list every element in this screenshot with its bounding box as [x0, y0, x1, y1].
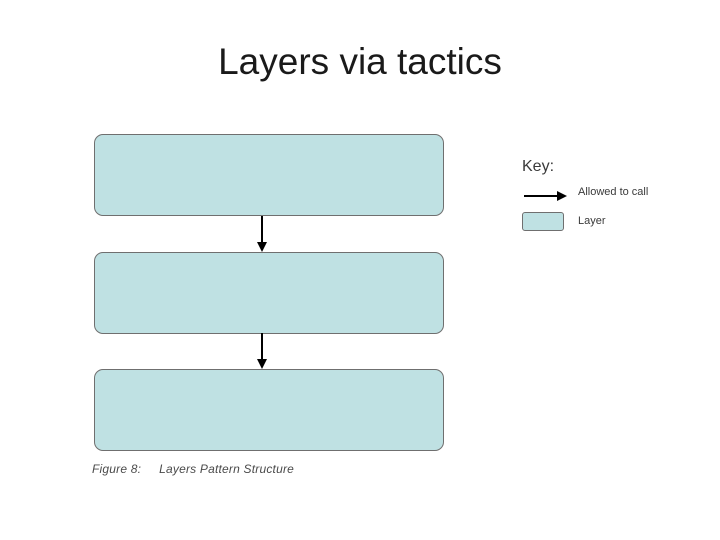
- figure-caption-text: Layers Pattern Structure: [159, 462, 295, 476]
- layer-swatch-icon: [522, 212, 564, 231]
- arrow-head: [257, 242, 267, 252]
- page-title: Layers via tactics: [218, 41, 502, 82]
- key-item-label-allowed-to-call: Allowed to call: [578, 186, 649, 198]
- arrow-right-icon: [524, 191, 570, 201]
- arrow-down-icon-1: [255, 216, 269, 252]
- layer-box-1[interactable]: [94, 134, 444, 216]
- arrow-shaft: [524, 195, 558, 197]
- layer-box-3[interactable]: [94, 369, 444, 451]
- figure-caption: Figure 8: Layers Pattern Structure: [92, 462, 294, 476]
- arrow-shaft: [261, 333, 263, 361]
- arrow-head: [257, 359, 267, 369]
- arrow-head: [557, 191, 567, 201]
- arrow-shaft: [261, 216, 263, 244]
- key-item-layer: Layer: [522, 212, 702, 232]
- key-item-label-layer: Layer: [578, 215, 606, 227]
- key-item-allowed-to-call: Allowed to call: [522, 186, 702, 202]
- arrow-down-icon-2: [255, 333, 269, 369]
- key-title: Key:: [522, 158, 555, 175]
- layer-box-2[interactable]: [94, 252, 444, 334]
- figure-caption-label: Figure 8:: [92, 462, 142, 476]
- key-legend: Key: Allowed to call Layer: [522, 158, 702, 248]
